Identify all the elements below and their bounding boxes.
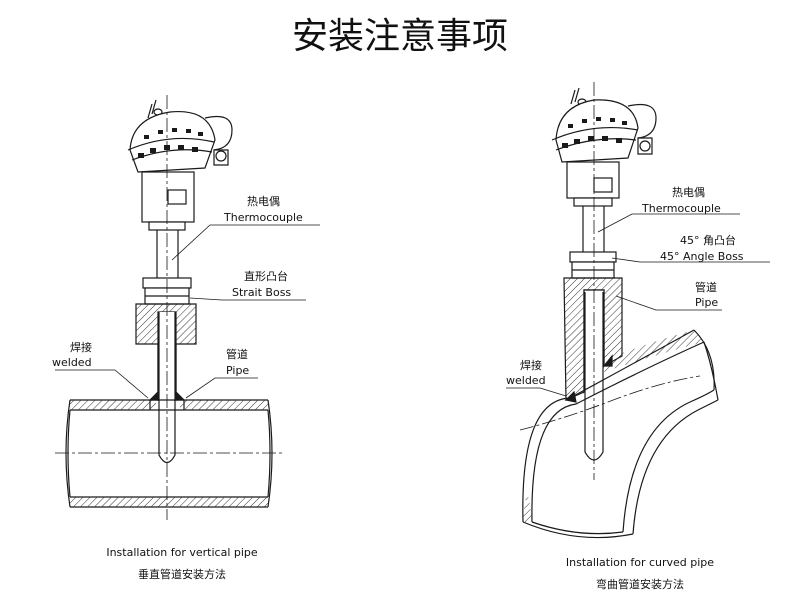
right-thermocouple-label-cn: 热电偶	[672, 186, 705, 199]
left-pipe-label-cn: 管道	[226, 347, 248, 361]
right-welded-label-cn: 焊接	[520, 358, 542, 372]
curved-pipe	[522, 329, 719, 539]
left-welded-label-cn: 焊接	[70, 340, 92, 354]
neck-left	[141, 171, 195, 231]
left-thermocouple-label-cn: 热电偶	[247, 195, 280, 208]
left-diagram	[55, 95, 320, 520]
left-boss-label-cn: 直形凸台	[244, 269, 288, 283]
terminal-head-left	[127, 99, 233, 173]
right-labels: 热电偶 Thermocouple 45° 角凸台 45° Angle Boss …	[506, 186, 744, 591]
weld-left-1	[148, 390, 159, 401]
neck-right	[566, 161, 620, 207]
right-boss-label-cn: 45° 角凸台	[680, 233, 736, 247]
weld-right-2	[602, 354, 613, 367]
left-welded-label-en: welded	[52, 356, 92, 369]
right-boss-label-en: 45° Angle Boss	[660, 250, 744, 263]
stem-left	[156, 230, 179, 278]
right-caption-en: Installation for curved pipe	[566, 556, 714, 569]
right-thermocouple-label-en: Thermocouple	[641, 202, 721, 215]
weld-left-2	[175, 390, 186, 401]
left-boss-label-en: Strait Boss	[232, 286, 291, 299]
page-title: 安装注意事项	[292, 16, 508, 57]
left-caption-cn: 垂直管道安装方法	[138, 567, 226, 581]
left-caption-en: Installation for vertical pipe	[106, 546, 258, 559]
right-caption-cn: 弯曲管道安装方法	[596, 577, 684, 591]
stem-right	[582, 206, 605, 252]
left-pipe-label-en: Pipe	[226, 364, 249, 377]
right-pipe-label-cn: 管道	[695, 280, 717, 294]
thermowell-left	[158, 312, 176, 464]
left-thermocouple-label-en: Thermocouple	[223, 211, 303, 224]
left-labels: 热电偶 Thermocouple 直形凸台 Strait Boss 焊接 wel…	[52, 195, 303, 581]
right-pipe-label-en: Pipe	[695, 296, 718, 309]
right-diagram	[506, 82, 770, 539]
terminal-head-right	[551, 87, 657, 163]
right-welded-label-en: welded	[506, 374, 546, 387]
weld-right-1	[564, 390, 577, 403]
